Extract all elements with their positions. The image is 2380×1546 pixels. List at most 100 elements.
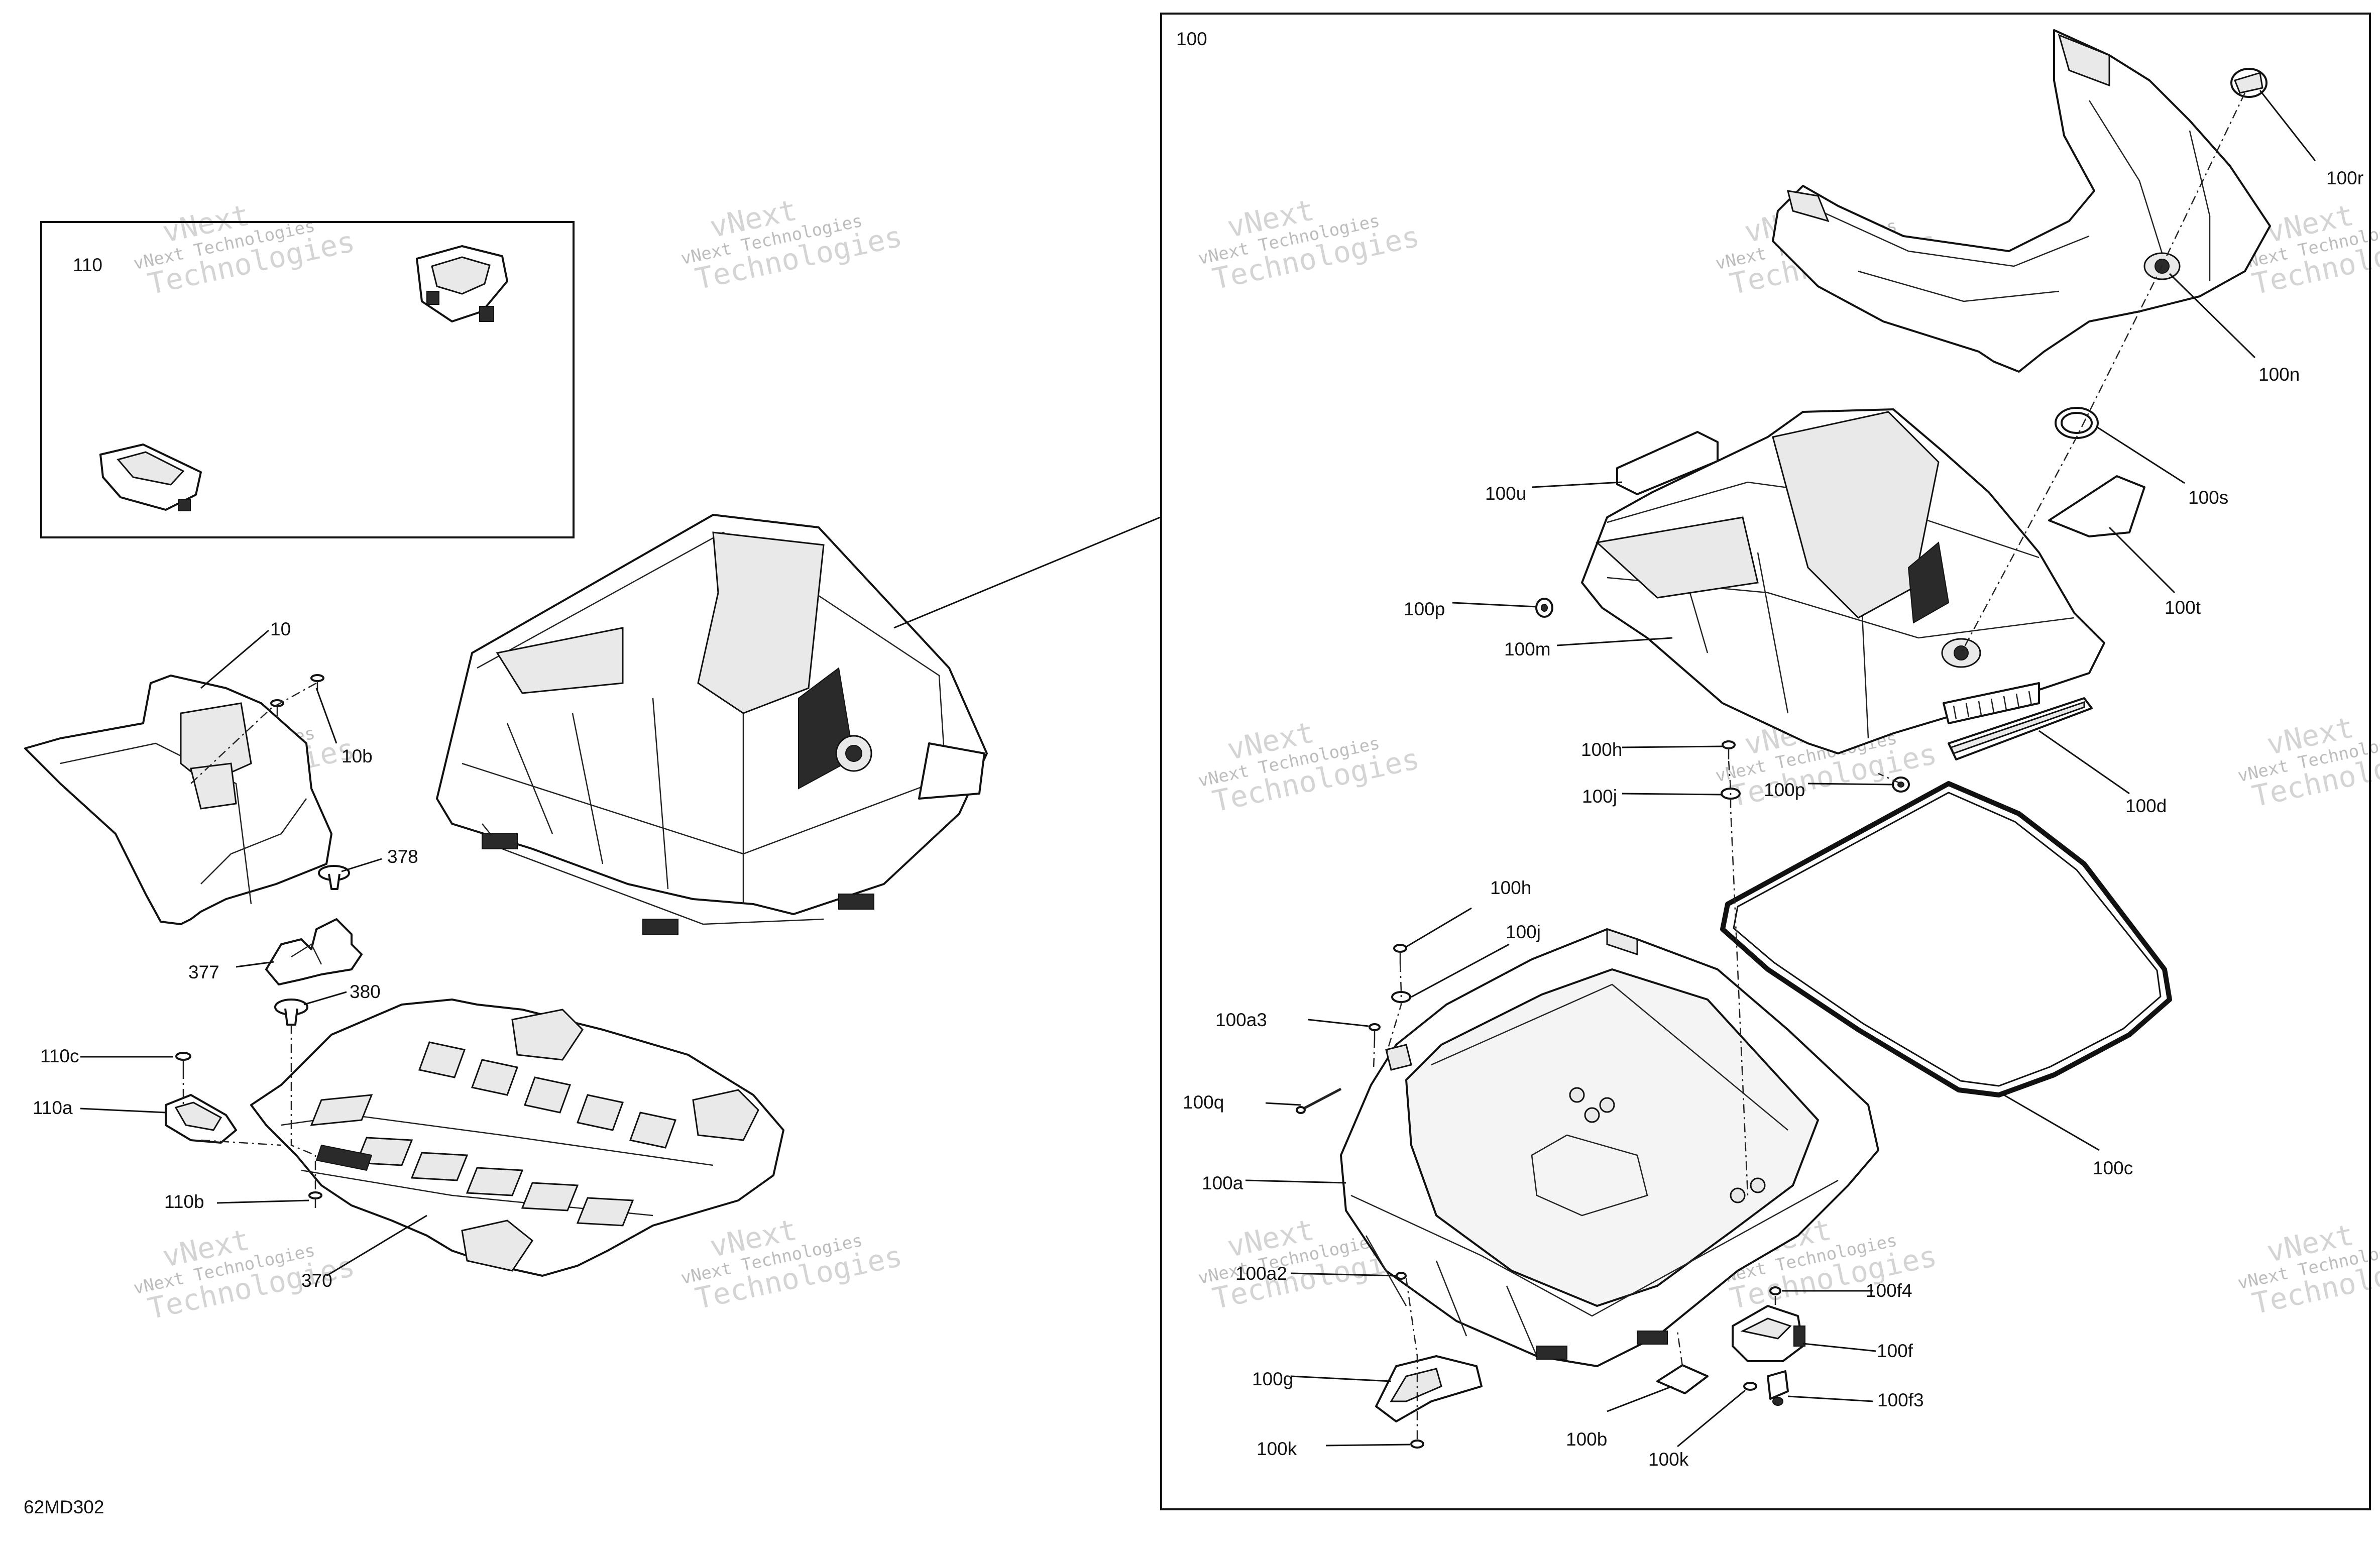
leader-line — [1622, 793, 1722, 796]
base-plate-370[interactable] — [250, 999, 784, 1277]
leader-line — [2096, 426, 2185, 484]
tie-down-part[interactable] — [99, 444, 202, 511]
rivet-100a2[interactable] — [1396, 1272, 1407, 1280]
screw-100k[interactable] — [1743, 1382, 1757, 1391]
assembly-line — [1878, 772, 1901, 785]
washer-100j[interactable] — [1391, 991, 1411, 1003]
screw-10b[interactable] — [270, 674, 324, 716]
clamp-377[interactable] — [265, 918, 363, 985]
part-label-100d: 100d — [2125, 796, 2167, 816]
watermark: vNext vNext Technologies Technologies — [1196, 193, 1422, 296]
watermark: vNext vNext Technologies Technologies — [132, 1223, 358, 1326]
part-label-100c: 100c — [2093, 1158, 2133, 1178]
part-label-100m: 100m — [1504, 639, 1551, 659]
decal-100b[interactable] — [1656, 1364, 1709, 1394]
part-label-100p-lower: 100p — [1764, 780, 1805, 800]
cap-100r[interactable] — [2230, 68, 2268, 98]
leader-line — [2108, 526, 2176, 594]
storage-box-assembled[interactable] — [436, 514, 988, 935]
part-label-10b: 10b — [342, 746, 373, 766]
part-label-100q: 100q — [1183, 1092, 1224, 1113]
gasket-100c[interactable] — [1720, 781, 2172, 1097]
part-label-100f4: 100f4 — [1866, 1280, 1912, 1301]
assembly-line — [1676, 1331, 1683, 1367]
part-label-100k: 100k — [1648, 1449, 1689, 1470]
bracket-100g[interactable] — [1375, 1355, 1483, 1422]
leader-line — [2038, 730, 2130, 795]
leader-line — [326, 1214, 427, 1277]
part-label-100u: 100u — [1485, 483, 1526, 504]
grommet-100p[interactable] — [1892, 777, 1910, 793]
leader-line — [1308, 1019, 1369, 1027]
tie-down-110a[interactable] — [165, 1094, 237, 1144]
screw-100k[interactable] — [1410, 1440, 1424, 1449]
leader-line — [1325, 1444, 1411, 1447]
screw-100h[interactable] — [1722, 740, 1736, 759]
part-label-100a2: 100a2 — [1235, 1263, 1287, 1284]
leader-line — [1406, 907, 1472, 948]
plug-100f4[interactable] — [1769, 1286, 1781, 1295]
plug-380[interactable] — [274, 999, 308, 1026]
part-label-110a: 110a — [33, 1097, 73, 1118]
inset-110: 110 — [40, 221, 575, 538]
watermark: vNext vNext Technologies Technologies — [679, 1212, 905, 1316]
part-label-100a: 100a — [1202, 1173, 1243, 1193]
callout-line-to-inset — [893, 516, 1161, 629]
assembly-line — [1373, 1038, 1376, 1070]
plug-378[interactable] — [318, 865, 350, 890]
tie-down-part[interactable] — [416, 245, 508, 322]
screw-110b[interactable] — [308, 1191, 322, 1208]
grommet-100p[interactable] — [1535, 598, 1553, 618]
part-label-370: 370 — [301, 1270, 332, 1291]
leader-line — [1677, 1389, 1746, 1448]
part-label-100k-left: 100k — [1257, 1439, 1297, 1459]
leader-line — [303, 991, 347, 1006]
decal-100t[interactable] — [2048, 475, 2145, 537]
rivet-100a3[interactable] — [1369, 1023, 1381, 1039]
leader-line — [2169, 273, 2256, 359]
lock-100f3[interactable] — [1767, 1370, 1789, 1406]
box-body-100a[interactable] — [1340, 928, 1879, 1367]
group-label-110: 110 — [73, 255, 102, 275]
leader-line — [1607, 1385, 1673, 1412]
leader-line — [1290, 1272, 1397, 1277]
part-label-100h-lower: 100h — [1490, 877, 1531, 898]
leader-line — [2003, 1094, 2100, 1151]
assembly-line — [1385, 962, 1402, 1055]
leader-line — [1411, 943, 1510, 998]
ring-100s[interactable] — [2055, 407, 2099, 439]
rear-bracket-part[interactable] — [24, 675, 332, 925]
part-label-100p: 100p — [1404, 599, 1445, 619]
screw-100h[interactable] — [1393, 944, 1407, 963]
part-label-100a3: 100a3 — [1215, 1010, 1267, 1030]
part-label-100r: 100r — [2326, 168, 2363, 188]
part-label-100h: 100h — [1581, 739, 1622, 760]
leader-line — [236, 961, 274, 968]
leader-line — [216, 1199, 309, 1204]
strip-100d[interactable] — [1948, 697, 2093, 760]
drawing-code: 62MD302 — [24, 1497, 104, 1517]
screw-110c[interactable] — [175, 1052, 191, 1070]
leader-line — [1531, 481, 1623, 488]
pin-100q[interactable] — [1296, 1087, 1342, 1114]
top-cover-100n[interactable] — [1772, 29, 2271, 373]
leader-line — [1556, 637, 1673, 646]
assembly-line — [1728, 760, 1749, 1196]
assembly-line — [190, 682, 317, 784]
part-label-377: 377 — [188, 962, 219, 982]
leader-line — [1290, 1375, 1392, 1382]
leader-line — [80, 1108, 166, 1114]
inset-110-frame — [40, 221, 575, 538]
leader-line — [1807, 783, 1894, 786]
lid-100m[interactable] — [1581, 408, 2105, 754]
group-label-100: 100 — [1176, 29, 1207, 49]
group-100-frame — [1160, 13, 2371, 1510]
assembly-line — [1405, 1278, 1418, 1442]
latch-100f[interactable] — [1732, 1305, 1805, 1362]
leader-line — [200, 629, 269, 689]
leader-line — [1452, 602, 1537, 608]
part-label-380: 380 — [350, 981, 381, 1002]
assembly-line — [1960, 92, 2246, 653]
plate-window-row — [418, 1041, 676, 1149]
